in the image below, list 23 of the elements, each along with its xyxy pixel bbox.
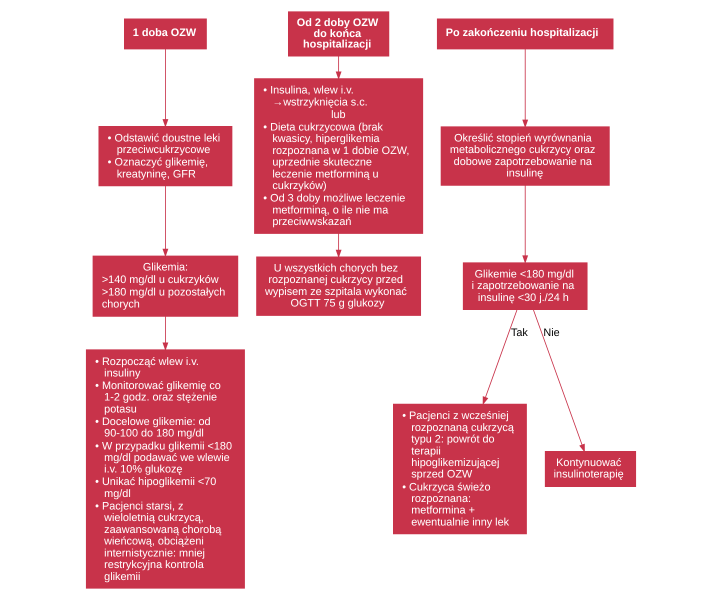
node-box: Glikemia: >140 mg/dl u cukrzyków >180 mg/dl u pozostałych chorych [92,256,238,317]
arrow [335,233,342,258]
arrow [162,186,168,258]
node-box: • Insulina, wlew i.v. →wstrzyknięcia s.c. lub • Dieta cukrzycowa (brak kwasicy, hiperglikemia rozpoznana w 1 dobie OZW, uprzednie skuteczne leczenie metforminą u cukrzyków) • Od 3 doby możliwe leczenie metforminą, o ile nie ma przeciwwskazań [254,78,423,234]
node-box: • Odstawić doustne leki przeciwcukrzycowe • Oznaczyć glikemię, kreatyninę, GFR [98,126,232,186]
node-box: Kontynuować insulinoterapię [544,451,636,487]
edge-label: Tak [510,326,528,339]
arrow [482,310,517,405]
node-box: Glikemie <180 mg/dl i zapotrzebowanie na insulinę <30 j./24 h [462,262,588,310]
node-box: Określić stopień wyrównania metabolicznego cukrzycy oraz dobowe zapotrzebowanie na insulinę [440,126,610,186]
arrow [532,310,584,453]
arrow [335,56,342,80]
edge-label: Nie [542,326,560,339]
node-box: Od 2 doby OZW do końca hospitalizacji [288,11,389,57]
arrow [162,316,168,351]
arrow [162,48,168,128]
node-box: • Pacjenci z wcześniej rozpoznaną cukrzycą typu 2: powrót do terapii hipoglikemizującej sprzed OZW • Cukrzyca świeżo rozpoznana: metformina + ewentualnie inny lek [392,404,526,534]
node-box: U wszystkich chorych bez rozpoznanej cukrzycy przed wypisem ze szpitala wykonać OGTT 75 g glukozy [256,256,421,316]
node-box: • Rozpocząć wlew i.v. insuliny • Monitorować glikemię co 1-2 godz. oraz stężenie potasu • Docelowe glikemie: od 90-100 do 180 mg/dl • W przypadku glikemii <180 mg/dl podawać we wlewie i.v. 10% glukozę • Unikać hipoglikemii <70 mg/dl • Pacjenci starsi, z wieloletnią cukrzycą, zaawansowaną chorobą wieńcową, obciążeni internistycznie: mniej restrykcyjna kontrola glikemii [85,349,244,589]
arrow [522,185,528,264]
node-box: 1 doba OZW [124,18,206,50]
node-box: Po zakończeniu hospitalizacji [436,18,613,50]
arrow [522,48,528,128]
